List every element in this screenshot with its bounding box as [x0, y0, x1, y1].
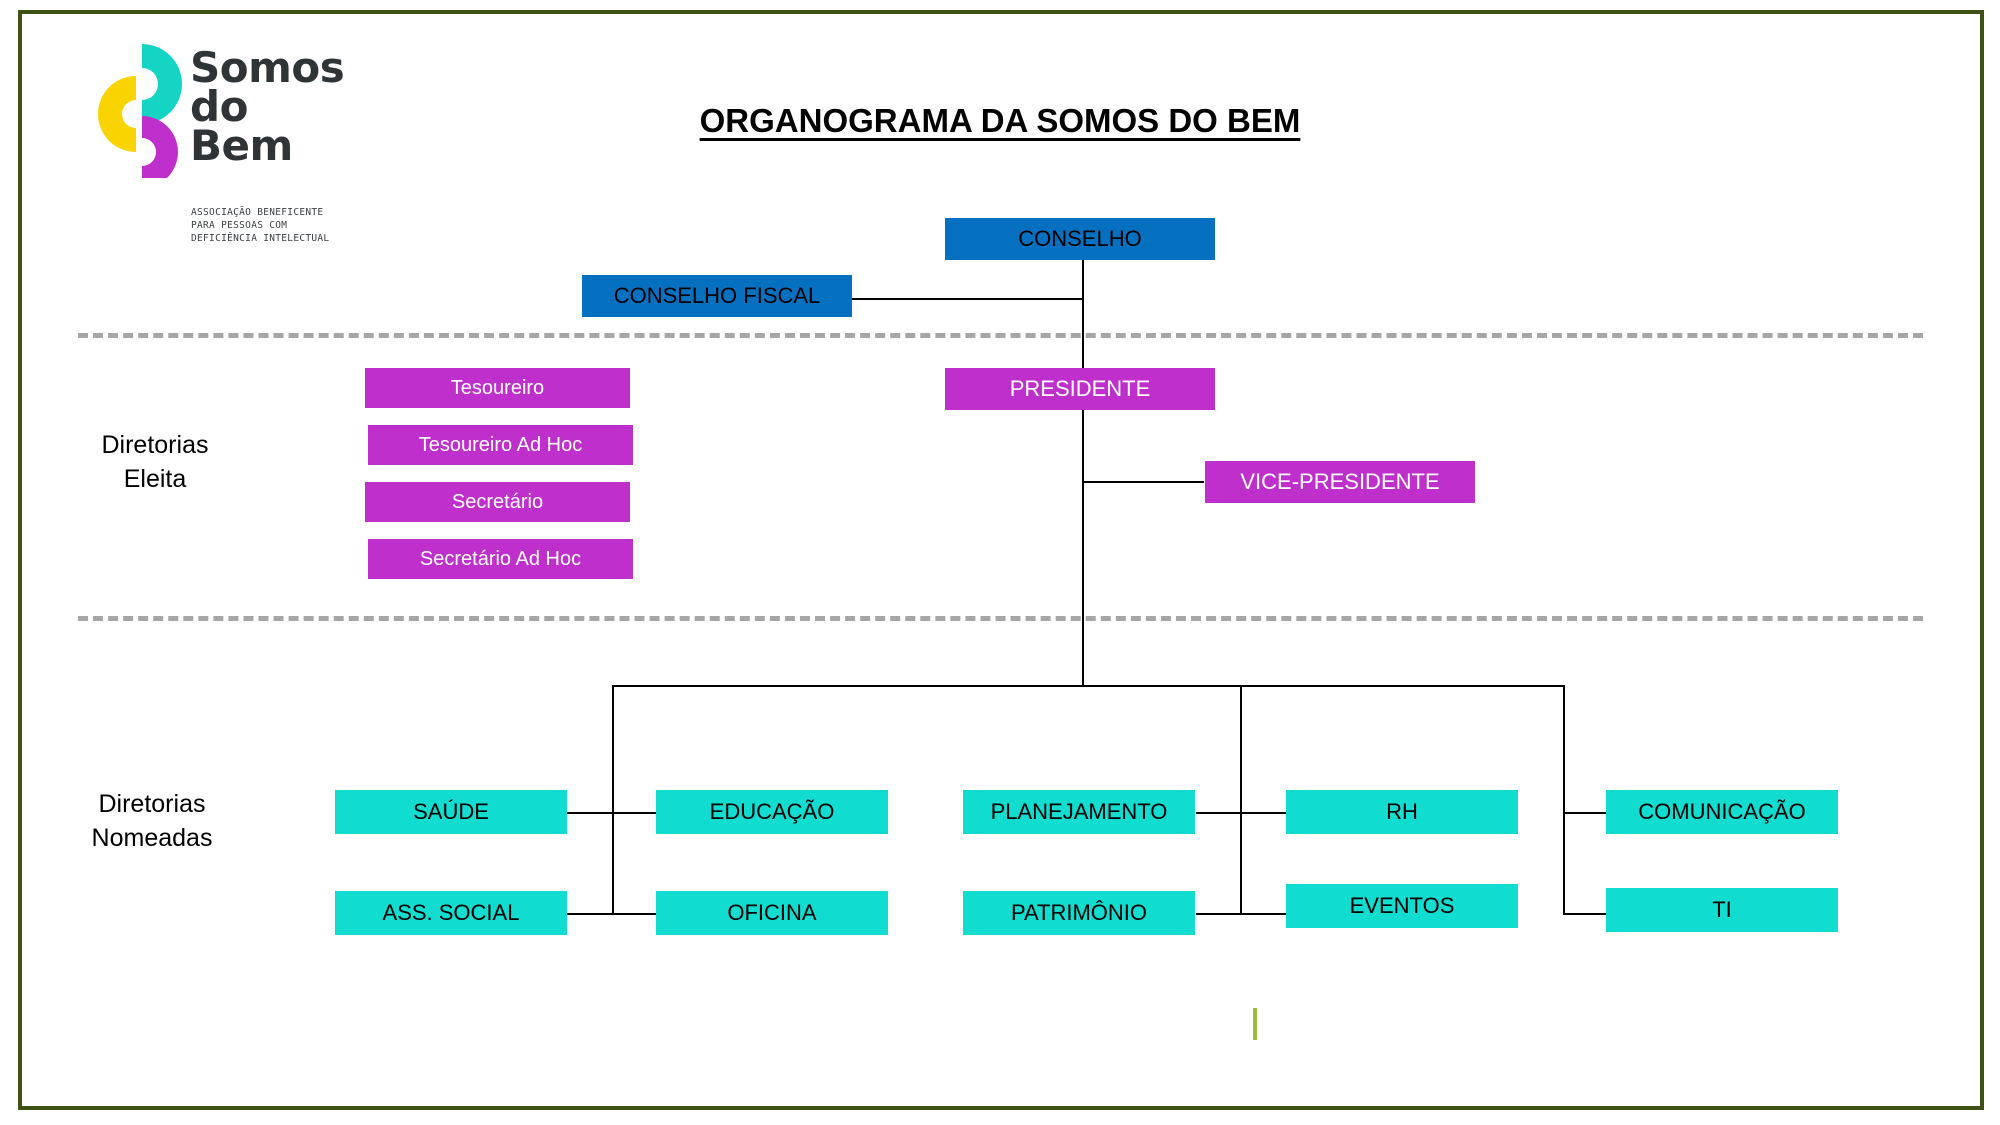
node-presidente[interactable]: PRESIDENTE: [945, 368, 1215, 410]
logo-tagline-line-2: PARA PESSOAS COM: [191, 220, 288, 231]
node-planejamento[interactable]: PLANEJAMENTO: [963, 790, 1195, 834]
section-divider-bottom: [78, 616, 1923, 621]
logo-tagline-line-1: ASSOCIAÇÃO BENEFICENTE: [191, 207, 324, 218]
node-conselho-fiscal[interactable]: CONSELHO FISCAL: [582, 275, 852, 317]
logo-word-line-1: Somos: [190, 43, 345, 92]
node-educacao[interactable]: EDUCAÇÃO: [656, 790, 888, 834]
node-secretario-ad-hoc[interactable]: Secretário Ad Hoc: [368, 539, 633, 579]
node-educacao-label: EDUCAÇÃO: [709, 799, 835, 824]
node-ti[interactable]: TI: [1606, 888, 1838, 932]
node-vice-presidente[interactable]: VICE-PRESIDENTE: [1205, 461, 1475, 503]
node-eventos-label: EVENTOS: [1349, 893, 1455, 918]
section-label-diretorias-eleita: Diretorias Eleita: [101, 431, 209, 493]
node-patrimonio-label: PATRIMÔNIO: [1010, 900, 1148, 925]
section-divider-top: [78, 333, 1923, 338]
connector-bottom-bus: [612, 685, 1565, 687]
connector-patrimonio-eventos: [1196, 913, 1286, 915]
node-comunicacao[interactable]: COMUNICAÇÃO: [1606, 790, 1838, 834]
node-conselho-label: CONSELHO: [1018, 226, 1142, 251]
node-rh-label: RH: [1386, 799, 1418, 824]
page-title: ORGANOGRAMA DA SOMOS DO BEM: [699, 102, 1301, 139]
node-ti-label: TI: [1712, 897, 1732, 922]
section-label-diretorias-nomeadas: Diretorias Nomeadas: [91, 790, 213, 852]
somos-do-bem-logo: Somos do Bem ASSOCIAÇÃO BENEFICENTE PARA…: [80, 38, 380, 258]
connector-conselho-fiscal: [846, 298, 1084, 300]
node-rh[interactable]: RH: [1286, 790, 1518, 834]
connector-conselho-trunk: [1082, 258, 1084, 370]
node-tesoureiro-ad-hoc-label: Tesoureiro Ad Hoc: [418, 433, 583, 456]
node-vice-presidente-label: VICE-PRESIDENTE: [1240, 469, 1440, 494]
node-ass-social-label: ASS. SOCIAL: [382, 900, 520, 925]
logo-tagline-line-3: DEFICIÊNCIA INTELECTUAL: [191, 233, 330, 244]
node-patrimonio[interactable]: PATRIMÔNIO: [963, 891, 1195, 935]
node-oficina-label: OFICINA: [727, 900, 817, 925]
node-oficina[interactable]: OFICINA: [656, 891, 888, 935]
logo-wordmark: Somos do Bem: [190, 43, 380, 170]
connector-ti: [1563, 913, 1609, 915]
connector-vice-presidente: [1082, 481, 1204, 483]
node-conselho[interactable]: CONSELHO: [945, 218, 1215, 260]
connector-ass-social-oficina: [566, 913, 656, 915]
node-secretario-label: Secretário: [451, 490, 544, 513]
connector-comunicacao: [1563, 812, 1609, 814]
connector-drop-center: [1240, 685, 1242, 915]
logo-word-line-3: Bem: [190, 121, 293, 170]
node-ass-social[interactable]: ASS. SOCIAL: [335, 891, 567, 935]
node-presidente-label: PRESIDENTE: [1009, 376, 1151, 401]
connector-drop-left: [612, 685, 614, 915]
node-tesoureiro-ad-hoc[interactable]: Tesoureiro Ad Hoc: [368, 425, 633, 465]
node-planejamento-label: PLANEJAMENTO: [990, 799, 1168, 824]
node-secretario-ad-hoc-label: Secretário Ad Hoc: [419, 547, 582, 570]
connector-drop-right: [1563, 685, 1565, 915]
node-comunicacao-label: COMUNICAÇÃO: [1638, 799, 1806, 824]
node-saude[interactable]: SAÚDE: [335, 790, 567, 834]
connector-presidente-trunk: [1082, 408, 1084, 687]
connector-planejamento-rh: [1196, 812, 1286, 814]
node-eventos[interactable]: EVENTOS: [1286, 884, 1518, 928]
green-tick-mark: [1253, 1008, 1257, 1040]
node-saude-label: SAÚDE: [413, 799, 489, 824]
node-tesoureiro[interactable]: Tesoureiro: [365, 368, 630, 408]
logo-tagline: ASSOCIAÇÃO BENEFICENTE PARA PESSOAS COM …: [191, 206, 329, 245]
connector-saude-educacao: [566, 812, 656, 814]
node-secretario[interactable]: Secretário: [365, 482, 630, 522]
logo-mark-icon: [80, 38, 198, 188]
node-conselho-fiscal-label: CONSELHO FISCAL: [613, 283, 821, 308]
node-tesoureiro-label: Tesoureiro: [450, 376, 545, 399]
logo-word-line-2: do: [190, 82, 248, 131]
